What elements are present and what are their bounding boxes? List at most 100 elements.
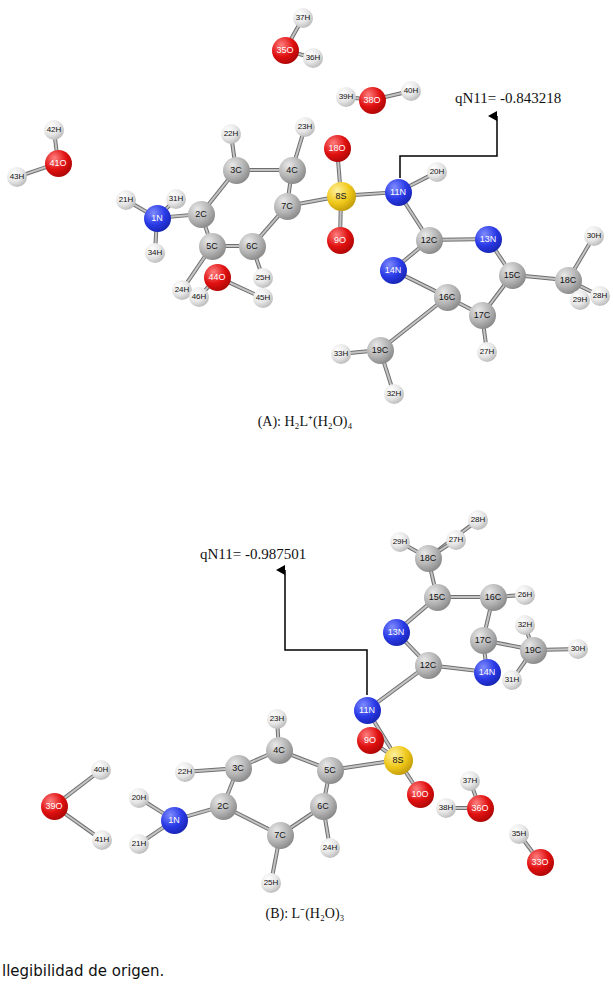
- bond-core: [249, 169, 280, 171]
- bond-core: [169, 215, 188, 217]
- hydrogen-atom: 20H: [129, 788, 149, 808]
- atom-label: 10O: [411, 790, 428, 799]
- chemical-bond: [574, 244, 589, 269]
- chemical-bond: [249, 170, 280, 171]
- atom-label: 20H: [132, 794, 147, 802]
- hydrogen-atom: 23H: [295, 117, 315, 137]
- carbon-atom: 4C: [279, 157, 306, 184]
- bond-outline: [384, 362, 391, 386]
- atom-label: 11N: [390, 188, 406, 197]
- chemical-bond: [169, 215, 188, 217]
- atom-label: 36H: [306, 54, 321, 62]
- bond-outline: [350, 351, 368, 353]
- carbon-atom: 16C: [480, 584, 507, 611]
- bond-core: [289, 182, 291, 193]
- bond-outline: [273, 847, 278, 874]
- bond-outline: [403, 248, 420, 262]
- atom-label: 16C: [485, 593, 502, 602]
- hydrogen-atom: 23H: [267, 709, 287, 729]
- hydrogen-atom: 25H: [253, 268, 273, 288]
- chemical-bond: [405, 771, 413, 783]
- atom-label: 24H: [175, 286, 190, 294]
- chemical-bond: [342, 762, 384, 768]
- bond-core: [273, 847, 278, 874]
- bond-core: [406, 605, 428, 624]
- hydrogen-atom: 27H: [446, 530, 466, 550]
- bond-outline: [405, 771, 413, 783]
- oxygen-atom: 39O: [41, 793, 68, 820]
- oxygen-atom: 9O: [357, 727, 384, 754]
- bond-core: [405, 771, 413, 783]
- chemical-bond: [441, 239, 475, 241]
- bond-outline: [187, 256, 205, 282]
- bond-outline: [495, 249, 505, 264]
- atom-label: 32H: [387, 390, 402, 398]
- bond-core: [490, 285, 505, 305]
- bond-core: [225, 245, 240, 247]
- bond-outline: [517, 660, 526, 672]
- carbon-atom: 7C: [267, 822, 294, 849]
- nitrogen-atom: 11N: [354, 697, 381, 724]
- atom-label: 34H: [148, 249, 163, 257]
- structure-caption: (A): H₂L⁺(H₂O)₄: [258, 411, 353, 430]
- atom-label: 7C: [274, 831, 286, 840]
- atom-label: 5C: [206, 242, 218, 251]
- bond-core: [405, 641, 420, 656]
- bond-core: [384, 362, 391, 386]
- chemical-bond: [325, 818, 328, 839]
- bond-core: [384, 93, 402, 97]
- nitrogen-atom: 1N: [161, 807, 188, 834]
- atom-label: 1N: [151, 214, 163, 223]
- bond-outline: [55, 139, 56, 151]
- chemical-bond: [296, 136, 303, 158]
- bond-core: [209, 180, 228, 204]
- atom-label: 31H: [169, 195, 184, 203]
- chemical-bond: [299, 198, 327, 203]
- bond-outline: [450, 595, 481, 599]
- chemical-bond: [186, 809, 211, 816]
- atom-label: 11N: [359, 706, 375, 715]
- bond-core: [431, 570, 434, 585]
- chemical-bond: [438, 525, 471, 550]
- atom-label: 27H: [449, 536, 464, 544]
- hydrogen-atom: 38H: [436, 798, 456, 818]
- oxygen-atom: 35O: [272, 37, 299, 64]
- bond-outline: [406, 605, 428, 624]
- hydrogen-atom: 35H: [509, 824, 529, 844]
- atom-label: 38O: [363, 96, 380, 105]
- chemical-bond: [495, 642, 520, 647]
- atom-label: 38H: [439, 804, 454, 812]
- atom-label: 20H: [430, 168, 445, 176]
- bond-core: [441, 238, 475, 241]
- bond-core: [390, 305, 437, 342]
- chemical-bond: [384, 93, 402, 97]
- bond-outline: [404, 276, 436, 292]
- chemical-bond: [249, 755, 267, 763]
- bond-outline: [325, 818, 328, 839]
- bond-outline: [431, 570, 434, 585]
- atom-label: 12C: [421, 236, 438, 245]
- atom-label: 1N: [168, 816, 180, 825]
- atom-label: 25H: [264, 879, 279, 887]
- carbon-atom: 16C: [434, 284, 461, 311]
- bond-core: [455, 807, 468, 809]
- atom-label: 29H: [393, 538, 408, 546]
- bond-outline: [225, 244, 240, 248]
- atom-label: 13N: [388, 628, 405, 637]
- bond-core: [495, 249, 505, 264]
- bond-core: [290, 813, 312, 828]
- atom-label: 12C: [420, 661, 437, 670]
- hydrogen-atom: 31H: [166, 189, 186, 209]
- bond-outline: [26, 167, 47, 174]
- chemical-bond: [377, 672, 418, 702]
- bond-core: [299, 198, 327, 203]
- chemical-bond: [458, 303, 471, 310]
- atom-label: 40H: [404, 87, 419, 95]
- hydrogen-atom: 30H: [584, 226, 604, 246]
- chemical-bond: [64, 775, 94, 798]
- carbon-atom: 3C: [225, 755, 252, 782]
- carbon-atom: 19C: [520, 637, 547, 664]
- carbon-atom: 12C: [416, 227, 443, 254]
- atom-label: 18C: [560, 276, 577, 285]
- bond-outline: [524, 841, 532, 852]
